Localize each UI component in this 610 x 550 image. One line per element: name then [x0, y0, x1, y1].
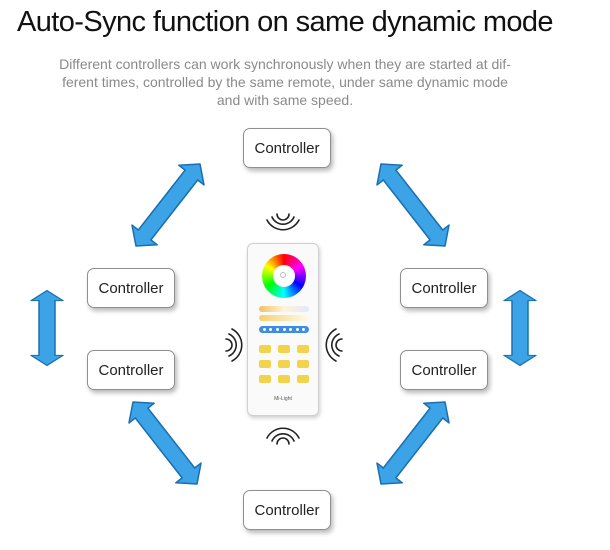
subtitle-line: Different controllers can work synchrono… — [59, 56, 511, 72]
color-temperature-slider — [259, 306, 309, 312]
remote-key — [278, 345, 290, 353]
controller-left-upper: Controller — [87, 268, 175, 308]
controller-top: Controller — [243, 128, 331, 168]
indicator-dot — [275, 328, 279, 331]
bidirectional-arrow-icon — [367, 153, 459, 257]
remote-key — [259, 345, 271, 353]
controller-right-upper: Controller — [400, 268, 488, 308]
subtitle-line: ferent times, controlled by the same rem… — [62, 74, 508, 90]
wifi-signal-icon — [266, 213, 300, 231]
controller-left-lower: Controller — [87, 350, 175, 390]
bidirectional-arrow-icon — [30, 289, 64, 367]
remote-key — [297, 360, 309, 368]
page-subtitle: Different controllers can work synchrono… — [45, 55, 525, 109]
wifi-signal-icon — [225, 328, 243, 362]
remote-key — [297, 345, 309, 353]
indicator-dot — [295, 328, 299, 331]
indicator-dot — [289, 328, 293, 331]
color-wheel-icon — [262, 254, 306, 298]
indicator-dot — [269, 328, 273, 331]
remote-control: Mi-Light — [247, 243, 319, 416]
remote-key — [278, 360, 290, 368]
subtitle-line: and with same speed. — [216, 92, 354, 108]
mode-indicator-bar — [259, 326, 309, 333]
remote-key — [297, 375, 309, 383]
indicator-dot — [282, 328, 286, 331]
wifi-signal-icon — [325, 328, 343, 362]
page-title: Auto-Sync function on same dynamic mode — [17, 6, 554, 38]
remote-brand-logo: Mi-Light — [274, 396, 292, 402]
remote-key — [259, 375, 271, 383]
remote-key — [278, 375, 290, 383]
bidirectional-arrow-icon — [367, 391, 459, 495]
indicator-dot — [302, 328, 306, 331]
controller-right-lower: Controller — [400, 350, 488, 390]
color-wheel-dot — [280, 272, 286, 278]
indicator-dot — [262, 328, 266, 331]
bidirectional-arrow-icon — [122, 153, 214, 257]
remote-key — [259, 360, 271, 368]
controller-bottom: Controller — [243, 490, 331, 530]
wifi-signal-icon — [266, 427, 300, 445]
bidirectional-arrow-icon — [119, 391, 211, 495]
bidirectional-arrow-icon — [503, 289, 537, 367]
brightness-slider — [259, 315, 309, 321]
